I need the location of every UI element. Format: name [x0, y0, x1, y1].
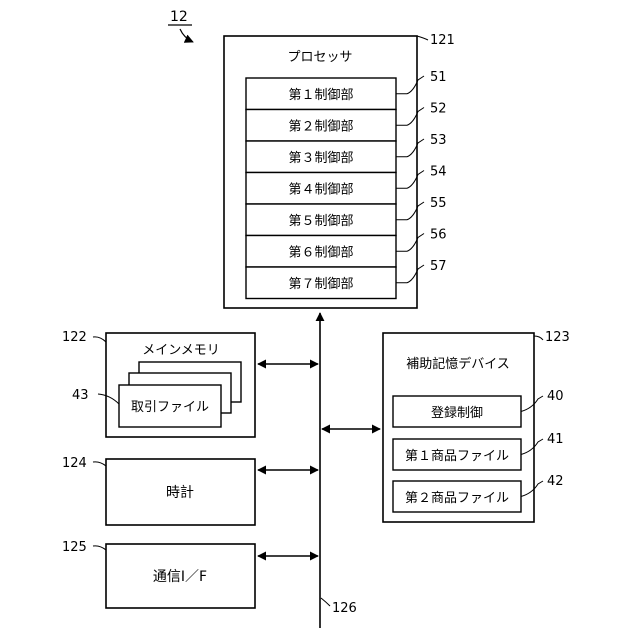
- control-unit-label: 第５制御部: [288, 214, 353, 229]
- processor-block: プロセッサ 121 第１制御部 51 第２制御部 52 第３制御部 53 第４制御部 54 第５…: [224, 33, 455, 308]
- transaction-file-ref: 43: [72, 388, 89, 403]
- comm-ref: 125: [62, 540, 87, 555]
- system-bus: 126: [258, 313, 380, 628]
- storage-items: 登録制御 40 第１商品ファイル 41 第２商品ファイル 42: [393, 389, 564, 512]
- control-unit-ref: 56: [430, 228, 447, 243]
- control-unit-label: 第４制御部: [288, 183, 353, 198]
- storage-title: 補助記憶デバイス: [406, 356, 510, 372]
- main-memory-block: メインメモリ 122 取引ファイル 43: [62, 330, 255, 437]
- processor-ref: 121: [430, 33, 455, 48]
- bus-ref: 126: [332, 601, 357, 616]
- figure-ref: 12: [168, 9, 193, 42]
- storage-item-label: 第２商品ファイル: [405, 491, 509, 506]
- control-unit-ref: 51: [430, 70, 447, 85]
- control-unit-ref: 52: [430, 102, 447, 117]
- storage-ref: 123: [545, 330, 570, 345]
- storage-item-ref: 40: [547, 389, 564, 404]
- control-unit-ref: 55: [430, 196, 447, 211]
- main-memory-ref: 122: [62, 330, 87, 345]
- control-unit-ref: 54: [430, 165, 447, 180]
- clock-block: 時計 124: [62, 456, 255, 525]
- control-unit-label: 第２制御部: [288, 120, 353, 135]
- figure-ref-label: 12: [170, 9, 188, 25]
- storage-item-ref: 42: [547, 474, 564, 489]
- transaction-file-label: 取引ファイル: [131, 400, 209, 415]
- storage-item-label: 登録制御: [431, 406, 483, 421]
- storage-item-ref: 41: [547, 432, 564, 447]
- storage-item-label: 第１商品ファイル: [405, 449, 509, 464]
- clock-title: 時計: [166, 485, 194, 501]
- control-unit-label: 第３制御部: [288, 151, 353, 166]
- processor-title: プロセッサ: [287, 50, 352, 65]
- control-unit-ref: 53: [430, 133, 447, 148]
- comm-block: 通信I／F 125: [62, 540, 255, 608]
- control-unit-label: 第１制御部: [288, 88, 353, 103]
- main-memory-title: メインメモリ: [142, 343, 220, 358]
- control-unit-label: 第６制御部: [288, 246, 353, 261]
- control-unit-ref: 57: [430, 259, 447, 274]
- storage-block: 補助記憶デバイス 123 登録制御 40 第１商品ファイル 41 第２商品ファイル 42: [383, 330, 570, 522]
- comm-title: 通信I／F: [153, 569, 207, 585]
- control-unit-label: 第７制御部: [288, 277, 353, 292]
- clock-ref: 124: [62, 456, 87, 471]
